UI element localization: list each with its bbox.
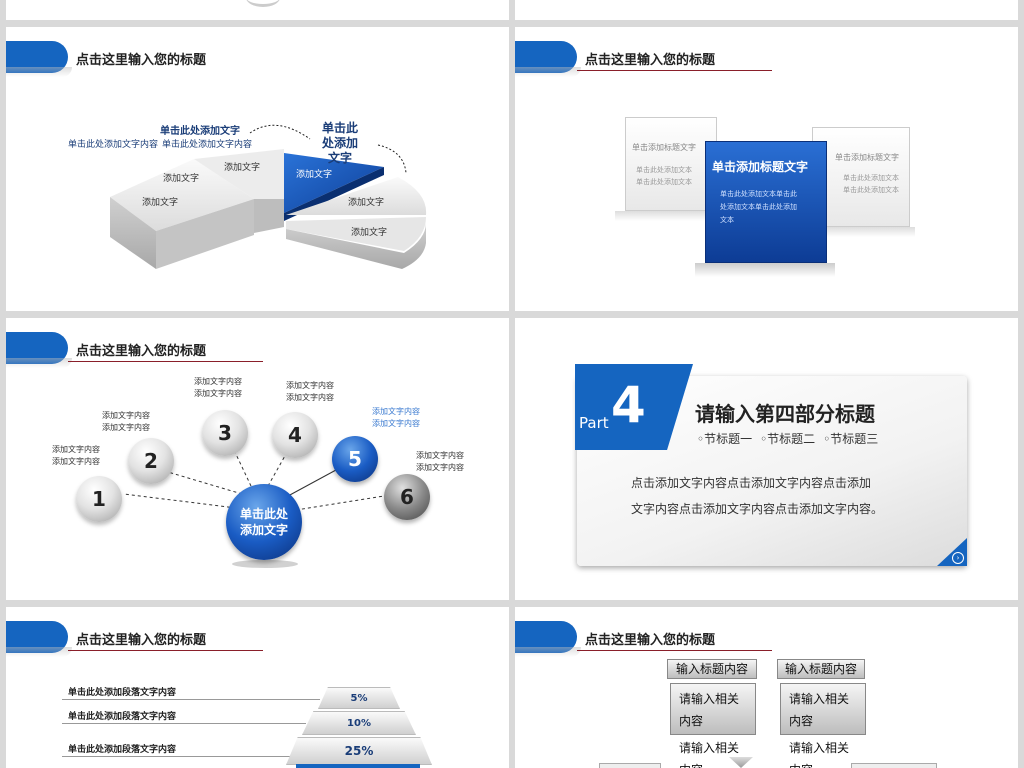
slide-part[interactable]: Part 4 请输入第四部分标题 ◦节标题一 ◦节标题二 ◦节标题三 点击添加文… (515, 318, 1018, 600)
section-item[interactable]: ◦节标题一 (697, 432, 753, 446)
pie-slice-back (194, 149, 284, 199)
pie-slice-left (110, 159, 254, 231)
gray-arc (246, 0, 280, 7)
callout-left: 单击此处添加文字内容 (68, 140, 159, 150)
slide-top-left[interactable] (6, 0, 509, 20)
pie-slice-right (286, 177, 427, 215)
card-right[interactable]: 单击添加标题文字 单击此处添加文本 单击此处添加文本 (812, 127, 910, 227)
card-body: 单击此处添加文本 单击此处添加文本 (843, 174, 899, 194)
center-ball-label: 单击此处 添加文字 (239, 507, 288, 537)
title-rule (577, 70, 772, 71)
card-right-base (803, 227, 915, 237)
slide-pie[interactable]: 点击这里输入您的标题 单击此处添加文字 单击此处添加文字内容 单击此处添加文字内… (6, 27, 509, 311)
ball-label: 添加文字内容 添加文字内容 (52, 445, 100, 466)
slide-cards[interactable]: 点击这里输入您的标题 单击添加标题文字 单击此处添加文本 单击此处添加文本 单击… (515, 27, 1018, 311)
slide-title: 点击这里输入您的标题 (76, 633, 207, 648)
part-word: Part (579, 414, 609, 432)
pyramid-row-rule (62, 723, 306, 724)
slide-title: 点击这里输入您的标题 (76, 53, 207, 68)
flow-header[interactable]: 输入标题内容 (667, 659, 757, 679)
card-center-base (695, 263, 835, 277)
card-center[interactable]: 单击添加标题文字 单击此处添加文本单击此 处添加文本单击此处添加 文本 (705, 141, 827, 263)
center-ball[interactable]: 单击此处 添加文字 (226, 484, 302, 560)
section-list: ◦节标题一 ◦节标题二 ◦节标题三 (697, 430, 878, 447)
arrow-right-icon[interactable]: › (952, 552, 964, 564)
flow-node (729, 757, 753, 768)
callout-mid: 单击此处添加文字内容 (162, 140, 253, 150)
pyramid-level-3: 25% (286, 737, 432, 765)
ball-label: 添加文字内容 添加文字内容 (286, 381, 334, 402)
title-rule (68, 361, 263, 362)
slide-pyramid[interactable]: 点击这里输入您的标题 单击此处添加段落文字内容 单击此处添加段落文字内容 单击此… (6, 607, 509, 768)
slide-flow[interactable]: 点击这里输入您的标题 输入标题内容 输入标题内容 请输入相关 内容 请输入相关 … (515, 607, 1018, 768)
card-title: 单击添加标题文字 (632, 143, 696, 152)
ball-2[interactable]: 2 (128, 438, 174, 484)
slide-balls[interactable]: 点击这里输入您的标题 1 2 3 4 5 6 单击此处 添加文字 添加文字内容 … (6, 318, 509, 600)
slide-title: 点击这里输入您的标题 (585, 53, 716, 68)
pie-label: 添加文字 (163, 174, 200, 184)
card-body: 单击此处添加文本 单击此处添加文本 (636, 166, 692, 186)
pie-chart (110, 124, 427, 269)
pyramid-row-label: 单击此处添加段落文字内容 (68, 745, 177, 755)
part-number: 4 (611, 376, 646, 434)
slide-top-right[interactable] (515, 0, 1018, 20)
ball-label: 添加文字内容 添加文字内容 (102, 411, 150, 432)
pie-label: 添加文字 (296, 170, 333, 180)
section-item[interactable]: ◦节标题三 (823, 432, 879, 446)
flow-box[interactable]: 请输入相关 内容 (780, 683, 866, 735)
flow-header[interactable]: 输入标题内容 (777, 659, 865, 679)
part-body: 点击添加文字内容点击添加文字内容点击添加 文字内容点击添加文字内容点击添加文字内… (631, 476, 884, 516)
callout-right: 单击此处添加文字 (321, 121, 358, 165)
ball-label: 添加文字内容 添加文字内容 (372, 407, 420, 428)
ball-4[interactable]: 4 (272, 412, 318, 458)
flow-line (599, 763, 661, 768)
slide-title: 点击这里输入您的标题 (585, 633, 716, 648)
pie-label: 添加文字 (351, 228, 388, 238)
card-title: 单击添加标题文字 (835, 153, 899, 162)
pyramid-level-4 (296, 764, 420, 768)
flow-box-text: 请输入相关 内容 (789, 741, 850, 768)
center-ball-shadow (232, 560, 298, 568)
ball-6[interactable]: 6 (384, 474, 430, 520)
card-body: 单击此处添加文本单击此 处添加文本单击此处添加 文本 (720, 190, 797, 224)
pyramid-row-rule (62, 699, 320, 700)
pyramid-row-rule (62, 756, 290, 757)
title-rule (68, 650, 263, 651)
part-heading: 请输入第四部分标题 (695, 402, 875, 426)
ball-label: 添加文字内容 添加文字内容 (194, 377, 242, 398)
callout-top: 单击此处添加文字 (160, 126, 240, 137)
title-rule (577, 650, 772, 651)
pyramid-row-label: 单击此处添加段落文字内容 (68, 712, 177, 722)
ball-3[interactable]: 3 (202, 410, 248, 456)
pie-label: 添加文字 (142, 198, 179, 208)
ball-5[interactable]: 5 (332, 436, 378, 482)
pyramid-row-label: 单击此处添加段落文字内容 (68, 688, 177, 698)
ball-1[interactable]: 1 (76, 476, 122, 522)
section-item[interactable]: ◦节标题二 (760, 432, 816, 446)
pie-label: 添加文字 (348, 198, 385, 208)
card-left-base (615, 211, 723, 221)
pyramid-level-2: 10% (302, 711, 416, 735)
flow-box-text: 请输入相关 内容 (679, 741, 740, 768)
flow-box[interactable]: 请输入相关 内容 (670, 683, 756, 735)
ball-label: 添加文字内容 添加文字内容 (416, 451, 464, 472)
pie-slice-blue (284, 153, 384, 213)
flow-line (851, 763, 937, 768)
pie-label: 添加文字 (224, 163, 261, 173)
card-title: 单击添加标题文字 (712, 160, 809, 174)
connector-lines (123, 449, 385, 511)
pyramid-level-1: 5% (318, 687, 400, 709)
slide-title: 点击这里输入您的标题 (76, 344, 207, 359)
card-left[interactable]: 单击添加标题文字 单击此处添加文本 单击此处添加文本 (625, 117, 717, 211)
